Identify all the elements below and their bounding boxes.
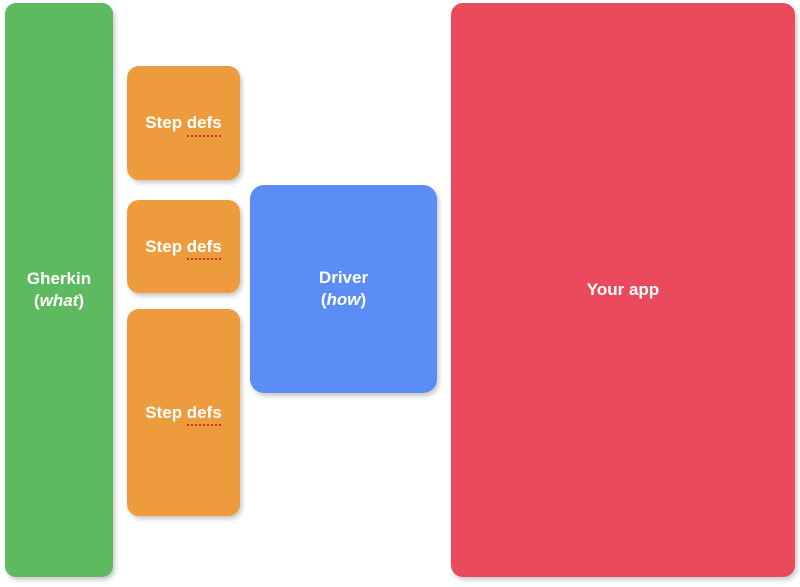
node-step-defs-1-word2-misspelled: defs (186, 113, 222, 137)
node-step-defs-2[interactable]: Step defs (127, 200, 240, 293)
node-driver-paren-close: ) (360, 290, 367, 309)
node-driver-line1: Driver (318, 268, 369, 288)
node-driver[interactable]: Driver (how) (250, 185, 437, 393)
node-your-app-label: Your app (586, 280, 660, 300)
node-step-defs-1-label: Step defs (145, 112, 222, 137)
node-gherkin-label: Gherkin (what) (27, 268, 91, 312)
node-step-defs-2-word2-misspelled: defs (186, 236, 222, 261)
node-gherkin-line1: Gherkin (26, 269, 92, 289)
node-driver-paren-open: ( (320, 290, 327, 309)
node-step-defs-3-word1: Step (145, 402, 187, 422)
node-step-defs-1-word1: Step (145, 113, 187, 133)
node-driver-label: Driver (how) (319, 267, 368, 311)
node-step-defs-1[interactable]: Step defs (127, 66, 240, 180)
node-step-defs-3-word2-misspelled: defs (186, 402, 222, 427)
node-step-defs-2-word1: Step (145, 236, 187, 256)
node-gherkin-emphasis: what (39, 291, 79, 310)
node-your-app[interactable]: Your app (451, 3, 795, 577)
node-gherkin-paren-close: ) (78, 291, 85, 310)
node-driver-emphasis: how (326, 290, 361, 309)
node-gherkin-paren-open: ( (33, 291, 40, 310)
node-gherkin[interactable]: Gherkin (what) (5, 3, 113, 577)
node-step-defs-3-label: Step defs (145, 402, 222, 427)
node-step-defs-2-label: Step defs (145, 236, 222, 261)
node-step-defs-3[interactable]: Step defs (127, 309, 240, 516)
